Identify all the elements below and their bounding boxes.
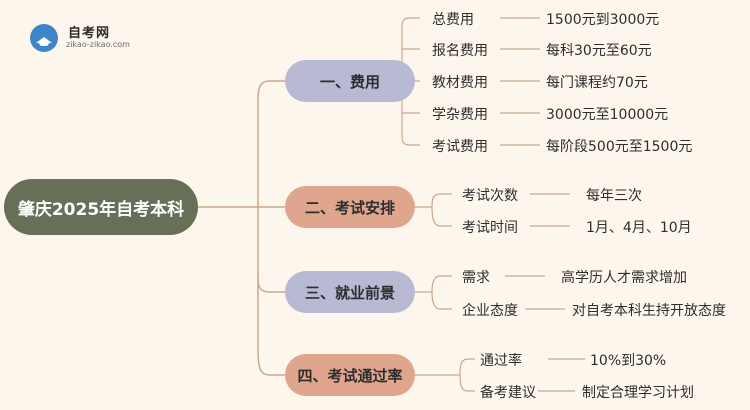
leaf-label: 考试时间 <box>462 220 518 236</box>
leaf-label: 考试费用 <box>432 139 488 155</box>
leaf-value: 制定合理学习计划 <box>582 385 694 401</box>
leaf-label: 教材费用 <box>432 75 488 91</box>
leaf-label: 考试次数 <box>462 188 518 204</box>
leaf-value: 每年三次 <box>586 188 642 204</box>
leaf-label: 学杂费用 <box>432 107 488 123</box>
leaf-label: 报名费用 <box>432 43 488 59</box>
leaf-value: 每阶段500元至1500元 <box>546 139 693 155</box>
category-career-prospects: 三、就业前景 <box>285 271 415 313</box>
site-logo[interactable]: 自考网 zikao-zikao.com <box>30 20 140 56</box>
leaf-label: 备考建议 <box>480 385 536 401</box>
leaf-value: 每科30元至60元 <box>546 43 652 59</box>
logo-name: 自考网 <box>68 26 111 41</box>
leaf-value: 高学历人才需求增加 <box>561 270 687 286</box>
root-node: 肇庆2025年自考本科 <box>4 179 198 235</box>
leaf-label: 企业态度 <box>462 303 518 319</box>
leaf-value: 3000元至10000元 <box>546 107 669 123</box>
graduation-cap-icon <box>30 24 58 52</box>
leaf-value: 对自考本科生持开放态度 <box>572 303 726 319</box>
leaf-value: 每门课程约70元 <box>546 75 648 91</box>
leaf-label: 通过率 <box>480 353 522 369</box>
leaf-value: 1500元到3000元 <box>546 12 660 28</box>
leaf-value: 1月、4月、10月 <box>586 220 692 236</box>
category-exam-schedule: 二、考试安排 <box>285 186 415 228</box>
leaf-label: 总费用 <box>432 12 474 28</box>
leaf-label: 需求 <box>462 270 490 286</box>
logo-url: zikao-zikao.com <box>66 40 130 49</box>
category-fees: 一、费用 <box>285 60 415 102</box>
leaf-value: 10%到30% <box>590 353 667 369</box>
category-pass-rate: 四、考试通过率 <box>285 354 415 396</box>
